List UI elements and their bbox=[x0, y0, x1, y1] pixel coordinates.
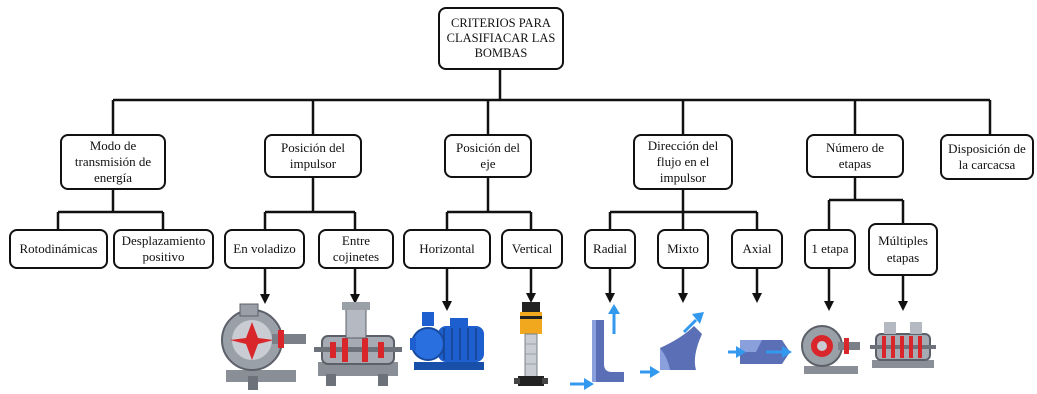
horizontal-blue-pump-icon bbox=[410, 312, 484, 370]
leaf-radial: Radial bbox=[584, 229, 636, 269]
criterion-carcasa: Disposición de la carcacsa bbox=[940, 134, 1034, 180]
criterion-eje: Posición del eje bbox=[444, 134, 532, 178]
leaf-vertical-label: Vertical bbox=[511, 240, 553, 256]
root-label: CRITERIOS PARA CLASIFIACAR LAS BOMBAS bbox=[446, 16, 556, 60]
criterion-flujo-label: Dirección del flujo en el impulsor bbox=[647, 137, 719, 186]
criterion-flujo: Dirección del flujo en el impulsor bbox=[633, 134, 733, 190]
axial-flow-impeller-icon bbox=[728, 340, 792, 364]
criterion-etapas: Número de etapas bbox=[806, 134, 904, 178]
leaf-1-etapa-label: 1 etapa bbox=[811, 240, 849, 256]
criterion-impulsor: Posición del impulsor bbox=[264, 134, 362, 178]
leaf-axial-label: Axial bbox=[742, 240, 772, 256]
single-stage-pump-cutaway-icon bbox=[801, 325, 860, 374]
leaf-multiples-etapas-label: Múltiples etapas bbox=[878, 233, 928, 265]
criterion-etapas-label: Número de etapas bbox=[825, 139, 885, 171]
leaf-entre-cojinetes: Entre cojinetes bbox=[318, 229, 394, 269]
leaf-vertical: Vertical bbox=[501, 229, 563, 269]
leaf-desplazamiento-positivo-label: Desplazamiento positivo bbox=[121, 232, 206, 264]
criterion-impulsor-label: Posición del impulsor bbox=[281, 139, 345, 171]
criterion-carcasa-label: Disposición de la carcacsa bbox=[948, 140, 1026, 172]
multistage-pump-cutaway-icon bbox=[870, 322, 936, 368]
leaf-radial-label: Radial bbox=[593, 240, 627, 256]
leaf-en-voladizo: En voladizo bbox=[224, 229, 305, 269]
leaf-desplazamiento-positivo: Desplazamiento positivo bbox=[113, 229, 214, 269]
leaf-rotodinamicas: Rotodinámicas bbox=[9, 229, 108, 269]
leaf-horizontal-label: Horizontal bbox=[419, 240, 475, 256]
leaf-axial: Axial bbox=[731, 229, 783, 269]
criterion-modo-label: Modo de transmisión de energía bbox=[74, 137, 152, 186]
leaf-mixto: Mixto bbox=[657, 229, 709, 269]
leaf-en-voladizo-label: En voladizo bbox=[233, 240, 296, 256]
mixed-flow-impeller-icon bbox=[640, 312, 704, 378]
leaf-1-etapa: 1 etapa bbox=[804, 229, 856, 269]
criterion-modo: Modo de transmisión de energía bbox=[60, 134, 166, 190]
radial-flow-impeller-icon bbox=[570, 304, 624, 390]
overhung-pump-cutaway-icon bbox=[221, 303, 306, 390]
leaf-horizontal: Horizontal bbox=[403, 229, 491, 269]
leaf-multiples-etapas: Múltiples etapas bbox=[868, 223, 938, 276]
root-node: CRITERIOS PARA CLASIFIACAR LAS BOMBAS bbox=[438, 7, 564, 70]
vertical-multistage-pump-icon bbox=[514, 302, 548, 386]
leaf-rotodinamicas-label: Rotodinámicas bbox=[19, 240, 98, 256]
between-bearings-pump-cutaway-icon bbox=[314, 302, 402, 386]
leaf-entre-cojinetes-label: Entre cojinetes bbox=[332, 232, 380, 264]
leaf-mixto-label: Mixto bbox=[667, 240, 699, 256]
criterion-eje-label: Posición del eje bbox=[456, 139, 520, 171]
